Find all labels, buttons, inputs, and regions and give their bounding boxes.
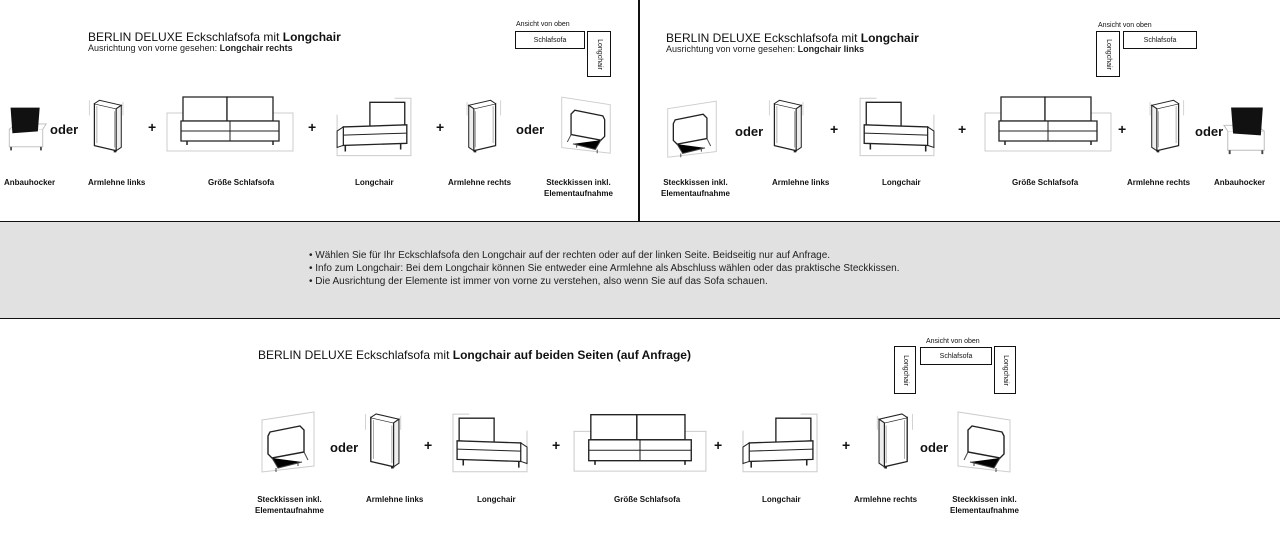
label-longchair: Longchair <box>762 495 801 504</box>
label-longchair: Longchair <box>477 495 516 504</box>
box-label: Longchair <box>901 354 909 386</box>
box-label: Schlafsofa <box>533 36 567 44</box>
longchair-right-icon <box>738 410 822 482</box>
panel-title: BERLIN DELUXE Eckschlafsofa mit Longchai… <box>666 31 919 45</box>
box-label: Schlafsofa <box>939 352 973 360</box>
cushion-icon <box>954 408 1014 482</box>
top-view-label: Ansicht von oben <box>926 338 980 345</box>
armrest-right-icon <box>872 406 916 480</box>
plus-sign: + <box>1118 121 1127 137</box>
armrest-left-icon <box>86 92 128 164</box>
oder-text: oder <box>50 122 79 137</box>
top-view-sofa-box: Schlafsofa <box>515 31 585 49</box>
top-view-longchair-box: Longchair <box>587 31 611 77</box>
panel-subtitle: Ausrichtung von vorne gesehen: Longchair… <box>88 43 293 54</box>
title-bold: Longchair <box>282 30 341 44</box>
title-text: BERLIN DELUXE Eckschlafsofa mit <box>258 348 453 362</box>
plus-sign: + <box>842 437 851 453</box>
armrest-right-icon <box>462 92 504 164</box>
label-sofa: Größe Schlafsofa <box>208 178 275 187</box>
vertical-divider <box>638 0 640 221</box>
sofa-icon <box>572 408 708 482</box>
label-steckkissen: Steckkissen inkl. Elementaufnahme <box>661 178 730 198</box>
sofa-icon <box>983 90 1113 162</box>
label-armlehne-links: Armlehne links <box>772 178 830 187</box>
label-sofa: Größe Schlafsofa <box>614 495 681 504</box>
label-sofa: Größe Schlafsofa <box>1012 178 1079 187</box>
label-armlehne-rechts: Armlehne rechts <box>448 178 512 187</box>
box-label: Longchair <box>1001 354 1009 386</box>
title-text: BERLIN DELUXE Eckschlafsofa mit <box>666 31 861 45</box>
top-view-sofa-box: Schlafsofa <box>1123 31 1197 49</box>
label-steckkissen: Steckkissen inkl. Elementaufnahme <box>255 495 324 515</box>
info-bullet: • Die Ausrichtung der Elemente ist immer… <box>309 276 768 287</box>
sofa-icon <box>165 90 295 162</box>
subtitle-bold: Longchair links <box>797 44 865 54</box>
top-view-label: Ansicht von oben <box>1098 22 1152 29</box>
longchair-left-icon <box>448 410 532 482</box>
top-view-label: Ansicht von oben <box>516 21 570 28</box>
cushion-icon <box>664 96 720 168</box>
subtitle-text: Ausrichtung von vorne gesehen: <box>88 43 220 53</box>
info-bullet: • Info zum Longchair: Bei dem Longchair … <box>309 263 900 274</box>
top-view-longchair-box: Longchair <box>1096 31 1120 77</box>
subtitle-text: Ausrichtung von vorne gesehen: <box>666 44 798 54</box>
label-longchair: Longchair <box>355 178 394 187</box>
plus-sign: + <box>436 119 445 135</box>
label-longchair: Longchair <box>882 178 921 187</box>
hocker-icon <box>4 100 48 162</box>
info-band: • Wählen Sie für Ihr Eckschlafsofa den L… <box>0 221 1280 319</box>
box-label: Schlafsofa <box>1143 36 1177 44</box>
oder-text: oder <box>1195 124 1224 139</box>
label-armlehne-links: Armlehne links <box>366 495 424 504</box>
plus-sign: + <box>830 121 839 137</box>
plus-sign: + <box>552 437 561 453</box>
title-bold: Longchair <box>860 31 919 45</box>
oder-text: oder <box>735 124 764 139</box>
longchair-right-icon <box>333 94 415 166</box>
plus-sign: + <box>424 437 433 453</box>
top-view-longchair-left-box: Longchair <box>894 346 916 394</box>
info-bullet: • Wählen Sie für Ihr Eckschlafsofa den L… <box>309 250 831 261</box>
longchair-left-icon <box>856 94 938 166</box>
label-armlehne-rechts: Armlehne rechts <box>854 495 918 504</box>
top-view-longchair-right-box: Longchair <box>994 346 1016 394</box>
plus-sign: + <box>148 119 157 135</box>
oder-text: oder <box>516 122 545 137</box>
armrest-left-icon <box>766 92 808 164</box>
label-armlehne-links: Armlehne links <box>88 178 146 187</box>
label-anbauhocker: Anbauhocker <box>1214 178 1266 187</box>
plus-sign: + <box>958 121 967 137</box>
box-label: Longchair <box>595 38 603 70</box>
label-steckkissen: Steckkissen inkl. Elementaufnahme <box>950 495 1019 515</box>
cushion-icon <box>258 408 318 482</box>
oder-text: oder <box>330 440 359 455</box>
hocker-icon <box>1222 102 1270 164</box>
label-armlehne-rechts: Armlehne rechts <box>1127 178 1191 187</box>
plus-sign: + <box>714 437 723 453</box>
oder-text: oder <box>920 440 949 455</box>
plus-sign: + <box>308 119 317 135</box>
subtitle-bold: Longchair rechts <box>219 43 293 53</box>
panel-subtitle: Ausrichtung von vorne gesehen: Longchair… <box>666 44 864 55</box>
title-text: BERLIN DELUXE Eckschlafsofa mit <box>88 30 283 44</box>
box-label: Longchair <box>1104 38 1112 70</box>
armrest-right-icon <box>1145 92 1187 164</box>
label-steckkissen: Steckkissen inkl. Elementaufnahme <box>544 178 613 198</box>
cushion-icon <box>558 92 614 164</box>
panel-title: BERLIN DELUXE Eckschlafsofa mit Longchai… <box>258 348 691 362</box>
title-bold: Longchair auf beiden Seiten (auf Anfrage… <box>452 348 691 362</box>
top-view-sofa-box: Schlafsofa <box>920 347 992 365</box>
info-bullets: • Wählen Sie für Ihr Eckschlafsofa den L… <box>309 249 900 288</box>
label-anbauhocker: Anbauhocker <box>4 178 56 187</box>
panel-title: BERLIN DELUXE Eckschlafsofa mit Longchai… <box>88 30 341 44</box>
armrest-left-icon <box>362 406 406 480</box>
